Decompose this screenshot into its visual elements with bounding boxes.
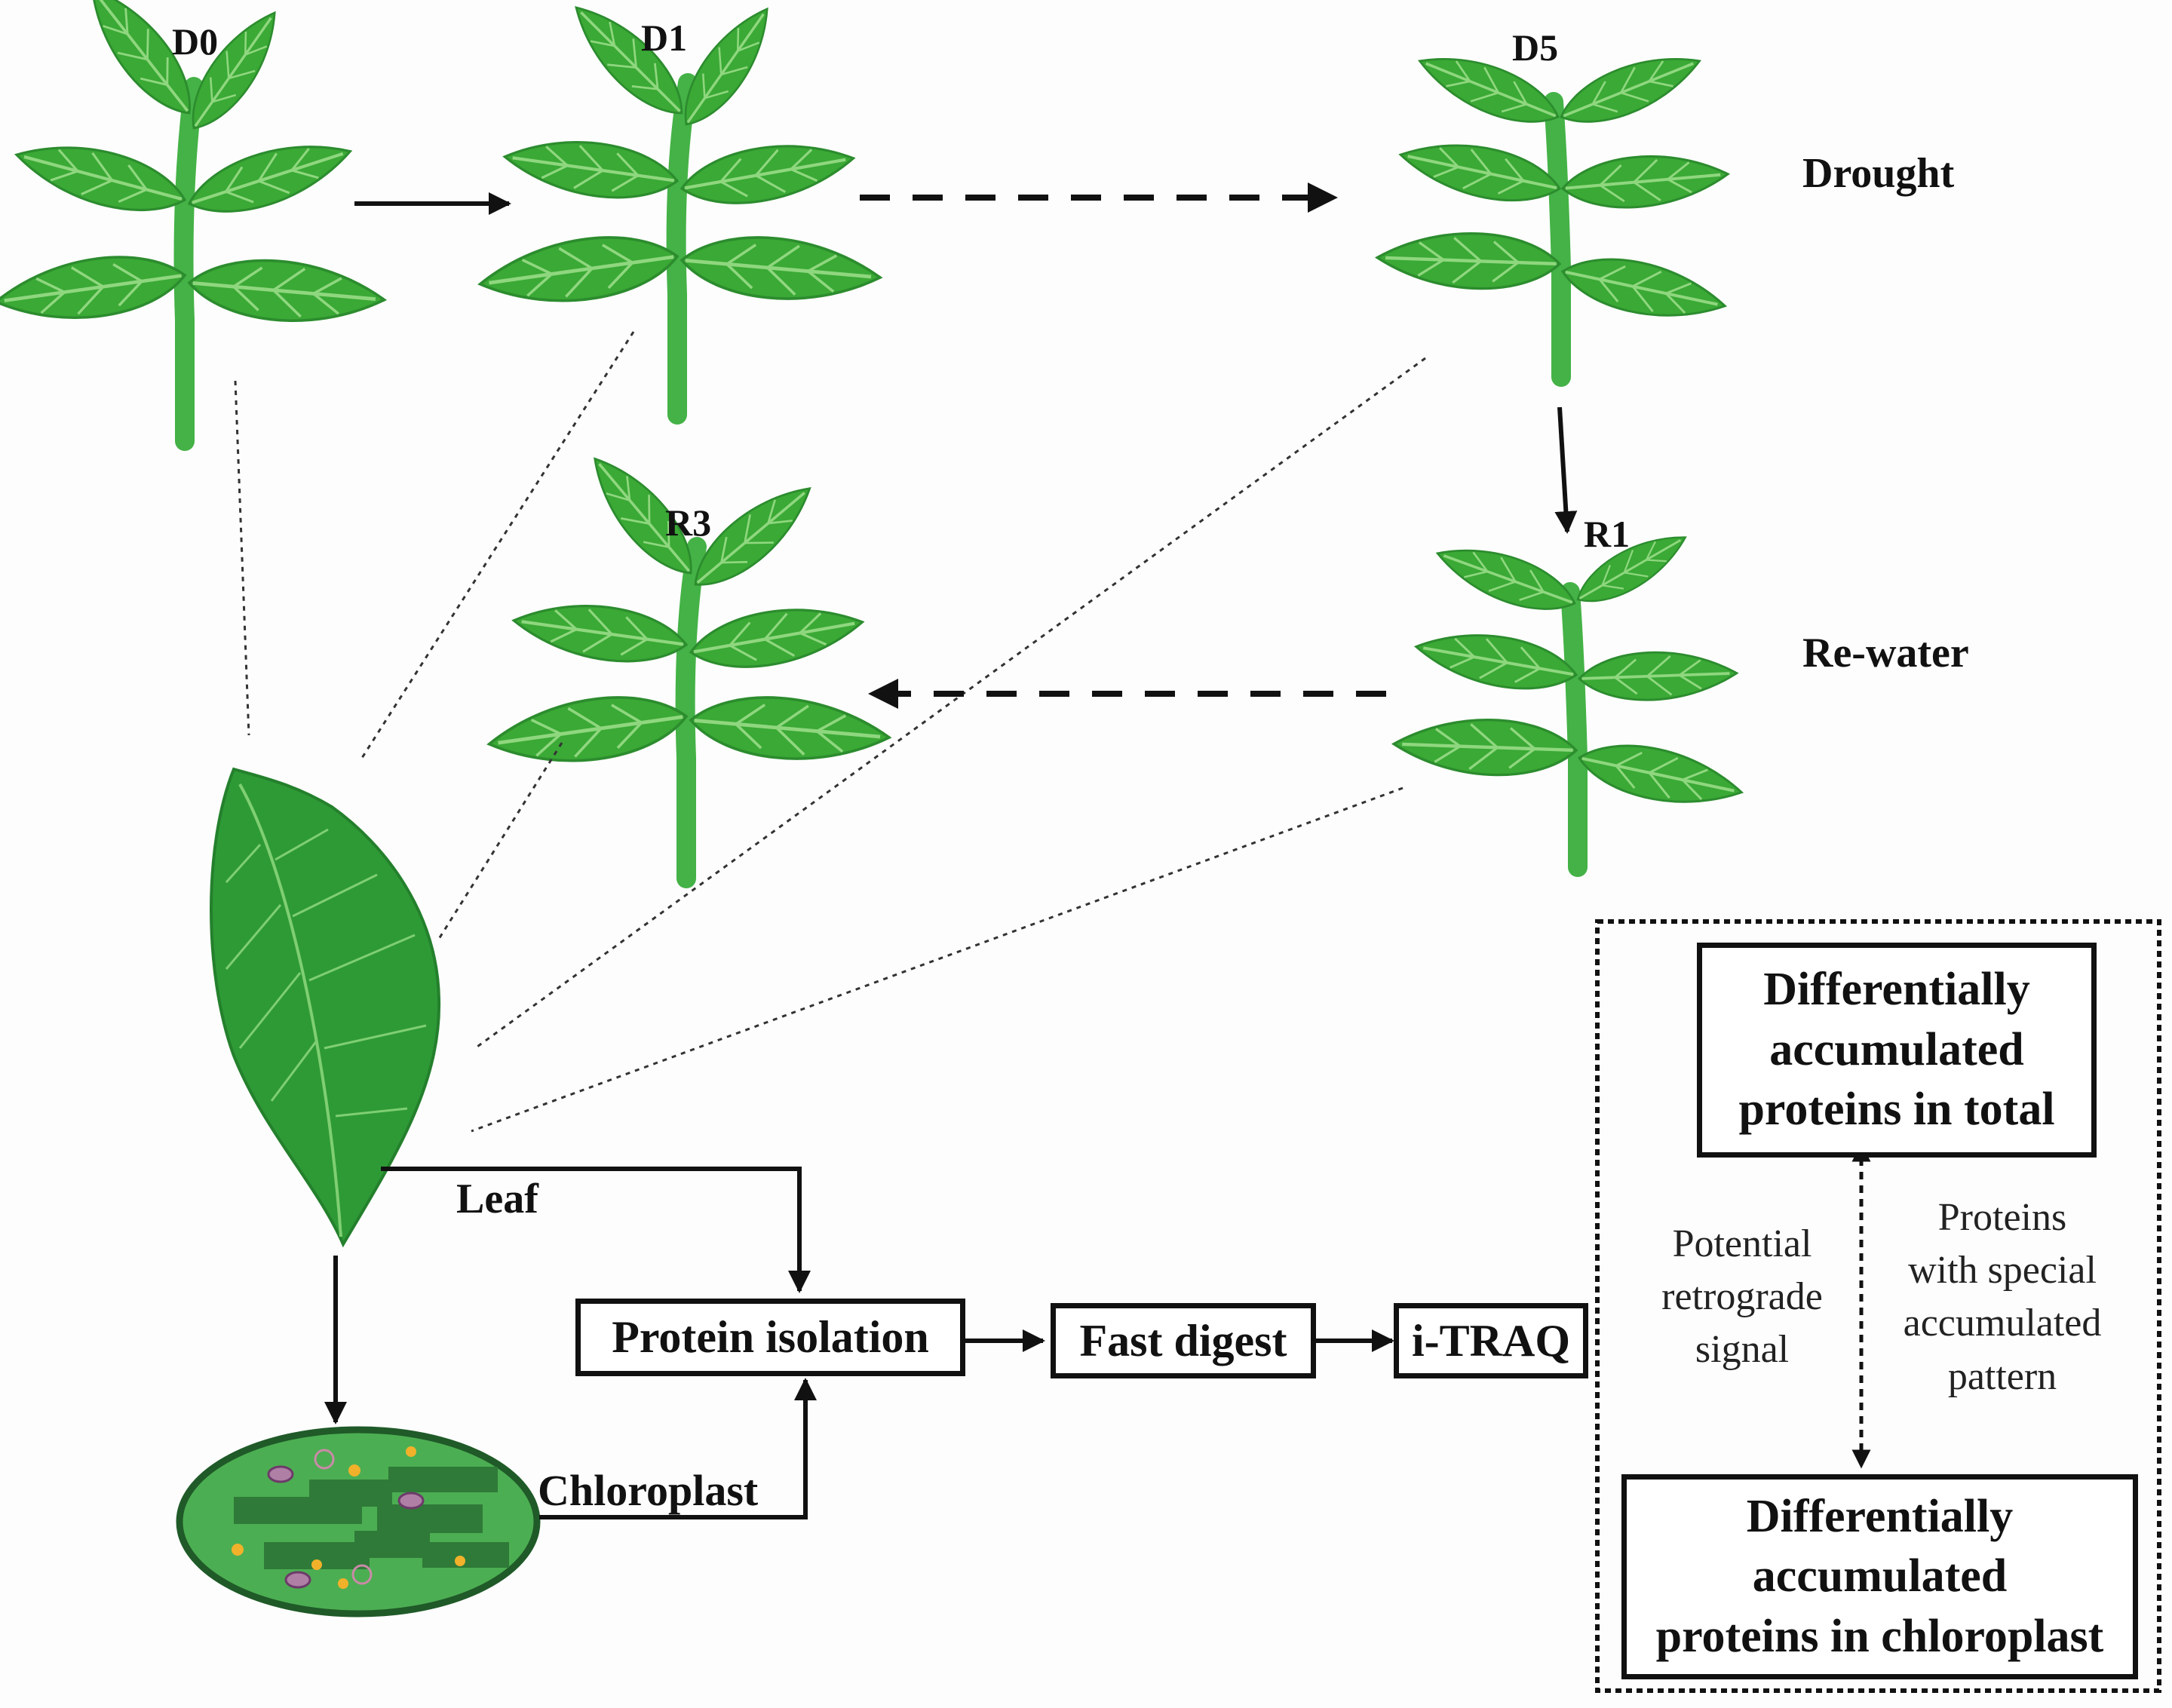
special-pattern-note-line: Proteins [1937, 1196, 2067, 1239]
total-proteins-line: Differentially [1763, 964, 2030, 1016]
tissue-label-leaf: Leaf [456, 1176, 538, 1222]
retrograde-note-line: retrograde [1661, 1275, 1823, 1319]
big-leaf [210, 767, 441, 1248]
arrow-d5-r1 [1554, 406, 1578, 534]
plant-d5 [1376, 38, 1732, 387]
total-proteins-line: accumulated [1769, 1023, 2024, 1075]
special-pattern-note-line: with special [1908, 1249, 2097, 1292]
stage-label-r3: R3 [665, 501, 712, 544]
connector-chloroplast-to-isolation [539, 1378, 817, 1519]
stage-label-d5: D5 [1512, 26, 1559, 69]
protein-isolation-label: Protein isolation [612, 1312, 929, 1362]
special-pattern-note: Proteins with special accumulated patter… [1878, 1191, 2127, 1403]
stage-label-d1: D1 [641, 17, 688, 59]
retrograde-signal-note: Potential retrograde signal [1640, 1218, 1844, 1377]
connector-leaf-to-isolation [381, 1167, 811, 1293]
stage-label-d0: D0 [172, 20, 219, 63]
plant-d1 [476, 0, 882, 425]
chloroplast-proteins-line: accumulated [1752, 1550, 2008, 1602]
condition-rewater: Re-water [1802, 630, 1969, 676]
condition-drought: Drought [1802, 150, 1955, 197]
total-proteins-box: Differentially accumulated proteins in t… [1697, 943, 2097, 1158]
sampling-leaders [234, 331, 1426, 1133]
plant-r1 [1393, 520, 1749, 877]
chloroplast-proteins-box: Differentially accumulated proteins in c… [1621, 1474, 2138, 1679]
special-pattern-note-line: accumulated [1903, 1302, 2102, 1345]
stage-label-r1: R1 [1584, 513, 1631, 555]
chloroplast-proteins-line: Differentially [1746, 1490, 2014, 1542]
itraq-label: i-TRAQ [1412, 1315, 1570, 1366]
plant-r3 [485, 443, 891, 888]
total-proteins-line: proteins in total [1738, 1084, 2055, 1136]
fast-digest-label: Fast digest [1079, 1315, 1287, 1366]
chloroplast-proteins-line: proteins in chloroplast [1655, 1610, 2104, 1662]
protein-isolation-box: Protein isolation [575, 1299, 965, 1376]
special-pattern-note-line: pattern [1947, 1354, 2057, 1398]
chloroplast-graphic [176, 1426, 541, 1618]
plant-d0 [0, 0, 387, 451]
tissue-label-chloroplast: Chloroplast [538, 1466, 759, 1515]
itraq-box: i-TRAQ [1394, 1303, 1588, 1378]
retrograde-note-line: signal [1695, 1328, 1790, 1372]
retrograde-note-line: Potential [1672, 1222, 1812, 1265]
fast-digest-box: Fast digest [1051, 1303, 1316, 1378]
